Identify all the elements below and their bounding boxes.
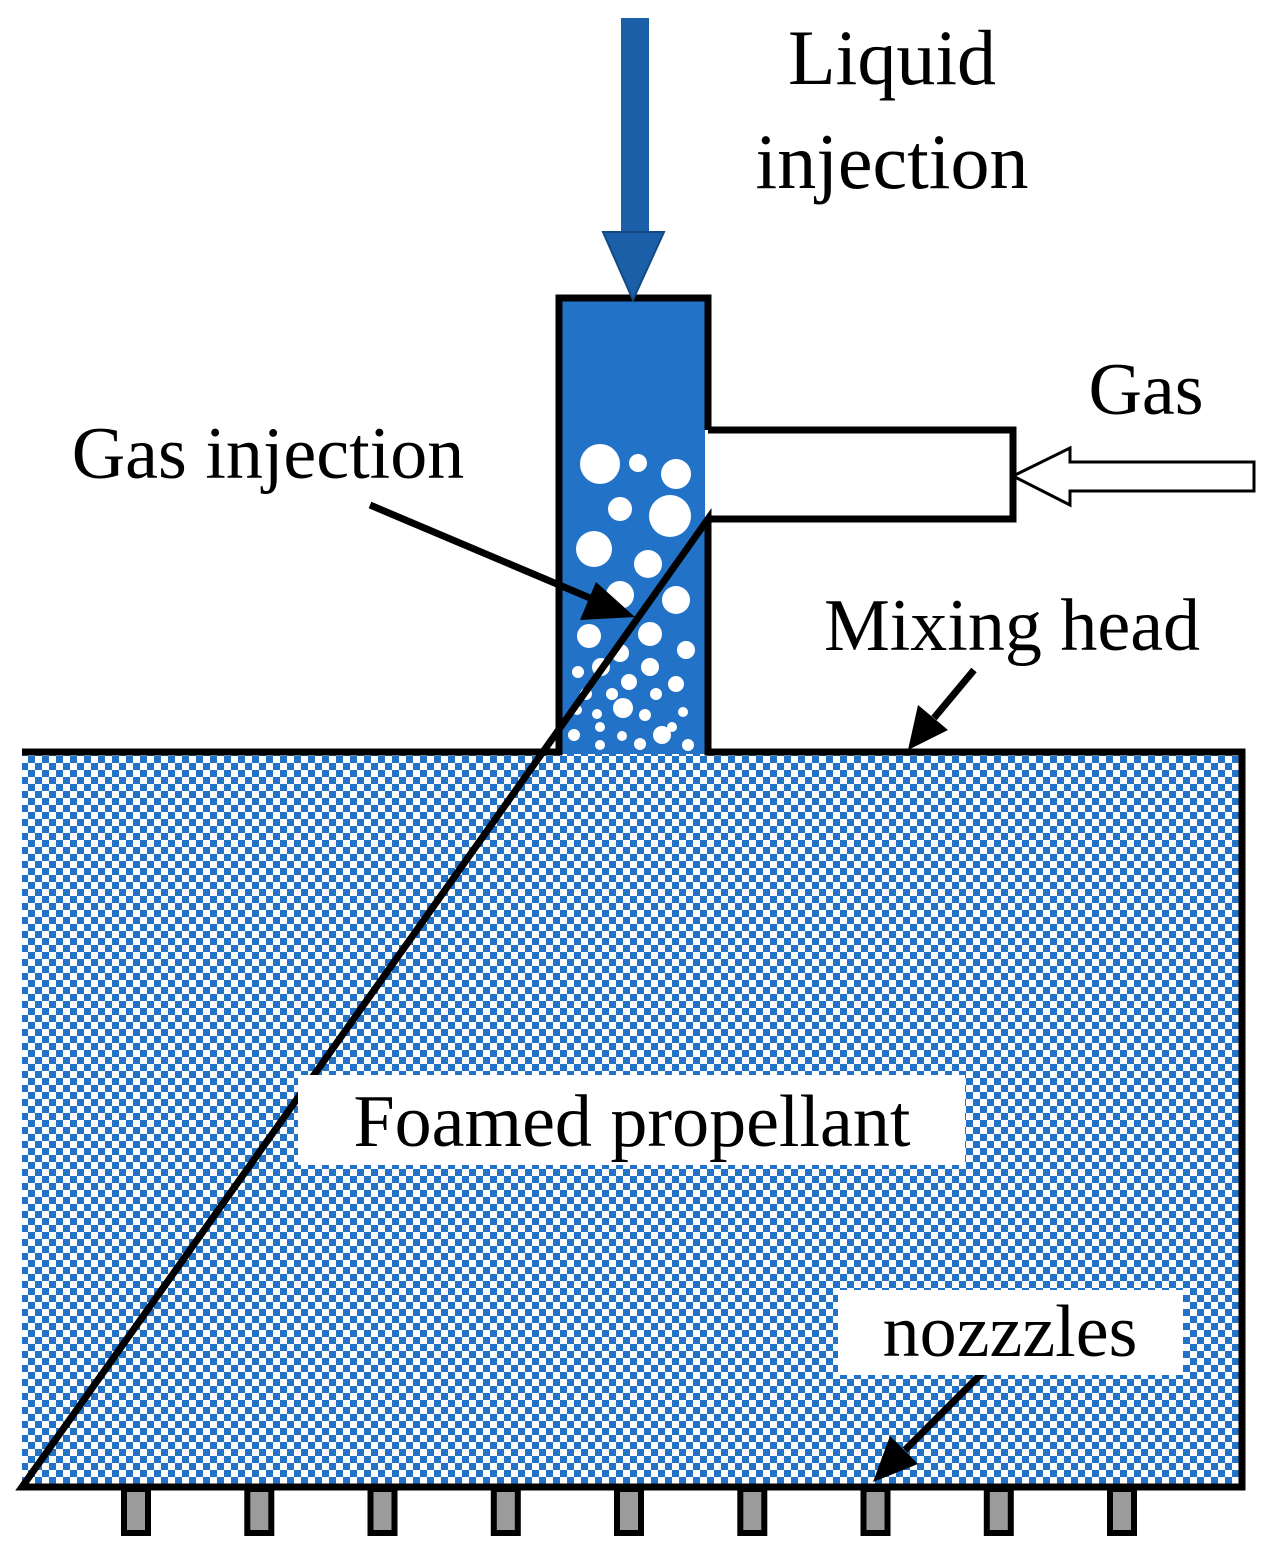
chamber-body (22, 298, 1242, 1487)
nozzles-label: nozzzles (883, 1291, 1138, 1373)
nozzles-label-bg (838, 1290, 1183, 1375)
liquid-injection-label-line1: Liquid (788, 14, 996, 101)
liquid-injection-arrow (601, 18, 666, 303)
nozzle (614, 1486, 644, 1536)
gas-label: Gas (1088, 349, 1203, 431)
nozzle (490, 1486, 521, 1536)
mixing-head-pointer (908, 667, 977, 750)
foamed-propellant-label-bg (298, 1075, 965, 1165)
nozzle (983, 1486, 1014, 1536)
nozzles-pointer (873, 1369, 986, 1482)
nozzle (244, 1486, 275, 1536)
chamber-outline (15, 294, 1246, 1491)
gas-injection-pointer (368, 501, 635, 620)
foamed-propellant-label: Foamed propellant (354, 1081, 911, 1163)
gas-injection-label: Gas injection (72, 413, 465, 495)
nozzle (737, 1486, 768, 1536)
nozzle-row (121, 1486, 1137, 1536)
nozzle (1107, 1486, 1137, 1536)
liquid-injection-label-line2: injection (756, 118, 1029, 205)
nozzle (367, 1486, 398, 1536)
gas-inlet-pipe (705, 430, 1013, 519)
nozzle (121, 1486, 151, 1536)
mixing-head-label: Mixing head (824, 585, 1200, 667)
gas-inlet-arrow (1009, 445, 1256, 508)
nozzle (860, 1486, 891, 1536)
